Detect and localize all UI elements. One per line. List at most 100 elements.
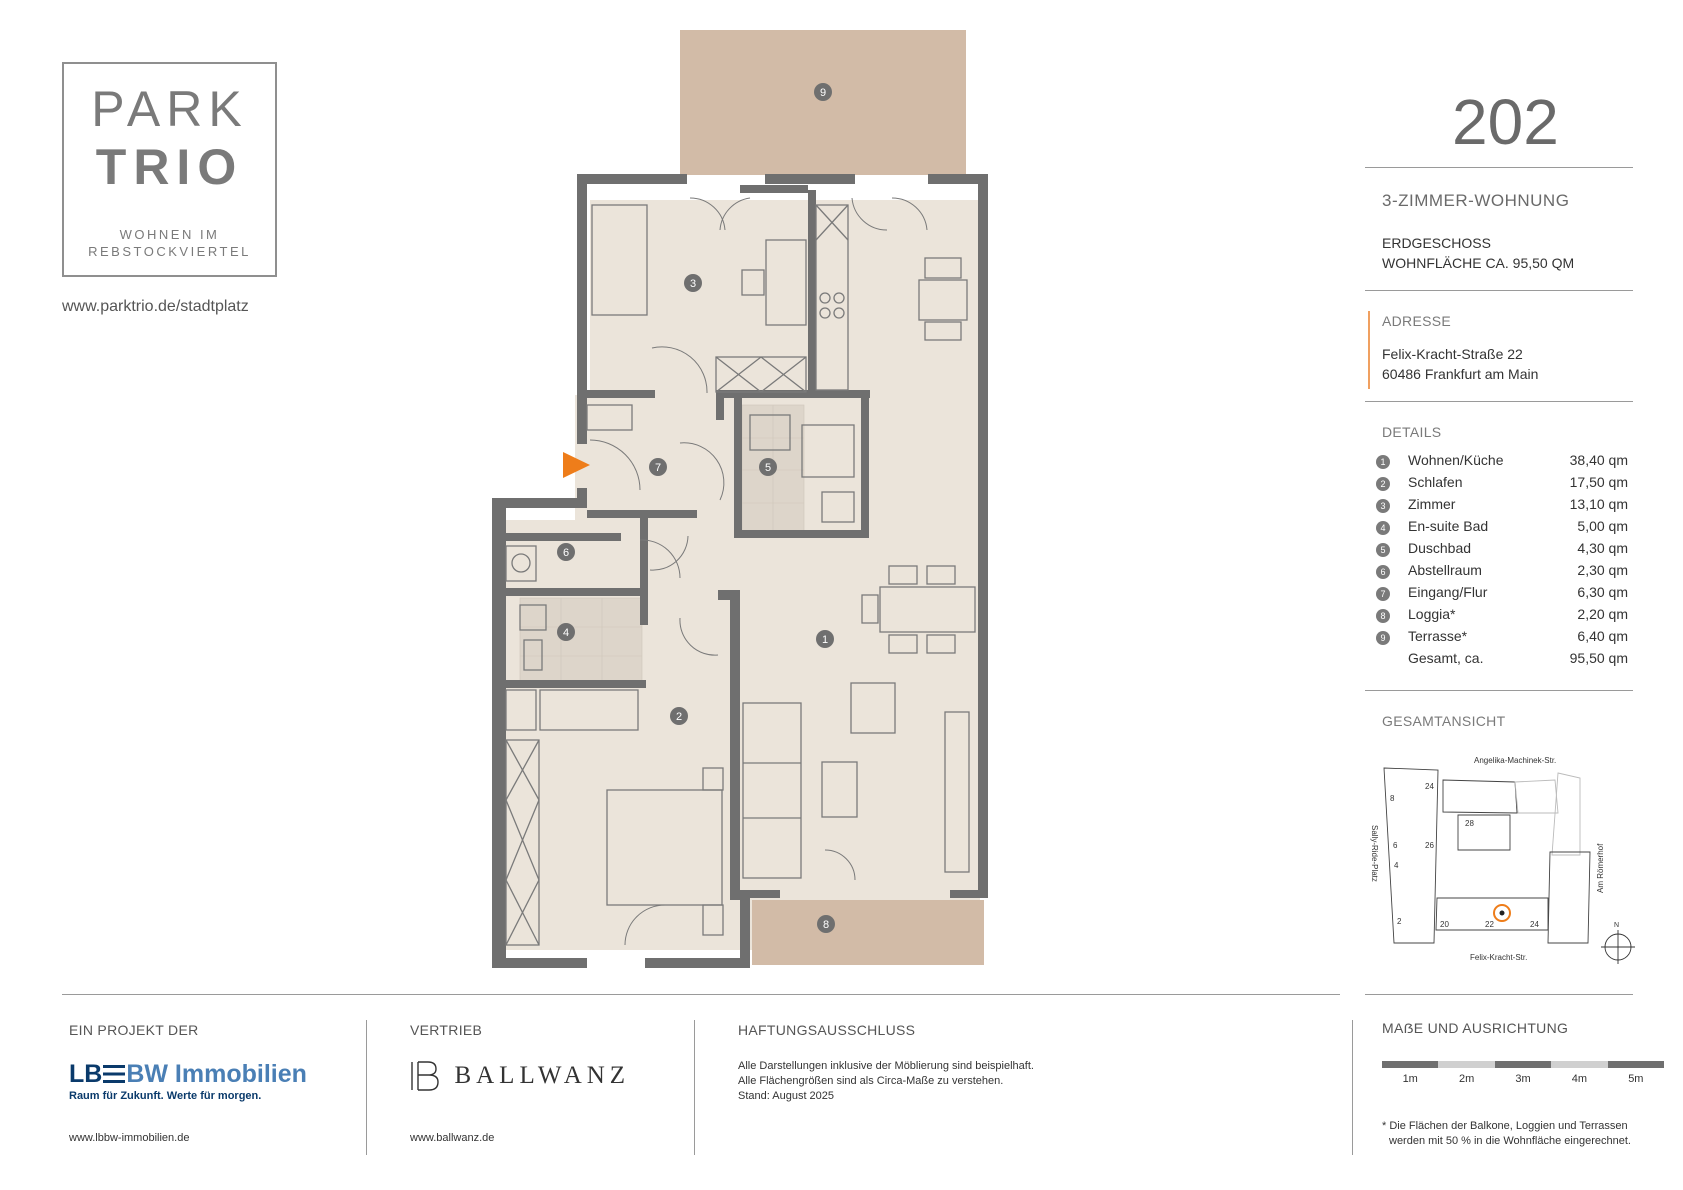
unit-number: 202 (1452, 86, 1559, 158)
footer-separator (366, 1020, 367, 1155)
footer-separator (1352, 1020, 1353, 1155)
furniture (505, 204, 976, 946)
street-right: Am Römerhof (1596, 843, 1605, 893)
ballwanz-link[interactable]: www.ballwanz.de (410, 1132, 495, 1144)
disclaimer-line: Stand: August 2025 (738, 1090, 835, 1102)
ballwanz-logo: BALLWANZ (410, 1060, 630, 1092)
door-swings (589, 197, 928, 946)
room-name: Schlafen (1408, 474, 1463, 490)
street-top: Angelika-Machinek-Str. (1474, 756, 1556, 765)
room-number-icon: 7 (1376, 587, 1390, 601)
address-line1: Felix-Kracht-Straße 22 (1382, 346, 1523, 362)
room-area: 6,40 qm (1577, 628, 1628, 644)
floor-plan: 9 3 7 5 6 4 1 2 8 (492, 30, 988, 968)
room-number-icon: 5 (1376, 543, 1390, 557)
site-plan-label: GESAMTANSICHT (1382, 713, 1506, 729)
unit-location-icon (1493, 904, 1511, 922)
building-number: 20 (1440, 920, 1449, 929)
compass-north: N (1614, 922, 1619, 929)
room-name: Terrasse* (1408, 628, 1468, 644)
entrance-arrow-icon (563, 452, 590, 478)
scale-tick: 1m (1402, 1073, 1418, 1085)
disclaimer-line: Alle Darstellungen inklusive der Möblier… (738, 1060, 1034, 1072)
website-link[interactable]: www.parktrio.de/stadtplatz (62, 298, 249, 315)
building-number: 28 (1465, 819, 1474, 828)
room-marker-9: 9 (820, 87, 826, 99)
room-marker-7: 7 (655, 462, 661, 474)
room-area: 6,30 qm (1577, 584, 1628, 600)
room-number-icon: 1 (1376, 455, 1390, 469)
room-name: Duschbad (1408, 540, 1472, 556)
footnote-line2: werden mit 50 % in die Wohnfläche einger… (1389, 1135, 1631, 1147)
room-area: 2,30 qm (1577, 562, 1628, 578)
walls (492, 174, 988, 968)
room-name: Wohnen/Küche (1408, 452, 1504, 468)
room-name: Zimmer (1408, 496, 1456, 512)
room-area: 13,10 qm (1569, 496, 1628, 512)
room-marker-1: 1 (822, 634, 828, 646)
room-area: 38,40 qm (1569, 452, 1628, 468)
scale-ticks: 1m 2m 3m 4m 5m (1382, 1073, 1664, 1085)
footer-divider (62, 994, 1340, 995)
footnote-line1: * Die Flächen der Balkone, Loggien und T… (1382, 1120, 1628, 1132)
details-row: 9 Terrasse* 6,40 qm (1376, 628, 1628, 650)
disclaimer-line: Alle Flächengrößen sind als Circa-Maße z… (738, 1075, 1004, 1087)
divider (1365, 401, 1633, 402)
address-label: ADRESSE (1382, 313, 1452, 329)
footer-separator (694, 1020, 695, 1155)
room-number-icon: 9 (1376, 631, 1390, 645)
site-plan-buildings (1383, 767, 1591, 944)
scale-tick: 5m (1628, 1073, 1644, 1085)
lbbw-link[interactable]: www.lbbw-immobilien.de (69, 1132, 190, 1144)
room-number-icon: 2 (1376, 477, 1390, 491)
scale-label: MAẞE UND AUSRICHTUNG (1382, 1020, 1569, 1036)
street-bottom: Felix-Kracht-Str. (1470, 953, 1527, 962)
divider (1365, 167, 1633, 168)
disclaimer-label: HAFTUNGSAUSSCHLUSS (738, 1022, 916, 1038)
address: Felix-Kracht-Straße 22 60486 Frankfurt a… (1382, 344, 1538, 384)
building-number: 8 (1390, 794, 1395, 803)
building-number: 4 (1394, 861, 1399, 870)
footnote: * Die Flächen der Balkone, Loggien und T… (1382, 1119, 1631, 1149)
room-number-icon: 8 (1376, 609, 1390, 623)
lbbw-tagline: Raum für Zukunft. Werte für morgen. (69, 1090, 262, 1102)
address-line2: 60486 Frankfurt am Main (1382, 366, 1539, 382)
building-number: 24 (1530, 920, 1539, 929)
ballwanz-mark-icon (411, 1061, 439, 1091)
room-marker-2: 2 (676, 711, 682, 723)
room-marker-8: 8 (823, 919, 829, 931)
room-area: 4,30 qm (1577, 540, 1628, 556)
details-row: 1 Wohnen/Küche 38,40 qm (1376, 452, 1628, 474)
site-plan-streets: Angelika-Machinek-Str. Felix-Kracht-Str.… (1370, 756, 1605, 962)
compass-icon: N (1601, 922, 1635, 964)
building-number: 2 (1397, 917, 1402, 926)
room-name: Abstellraum (1408, 562, 1482, 578)
room-marker-3: 3 (690, 278, 696, 290)
logo-line1: PARK (91, 81, 248, 137)
scale-bar (1382, 1061, 1665, 1068)
total-label: Gesamt, ca. (1408, 650, 1484, 666)
room-marker-6: 6 (563, 547, 569, 559)
room-area: 2,20 qm (1577, 606, 1628, 622)
lbbw-name-left: LB (69, 1060, 103, 1088)
total-area: 95,50 qm (1569, 650, 1628, 666)
divider (1365, 290, 1633, 291)
park-trio-logo: PARK TRIO WOHNEN IM REBSTOCKVIERTEL (62, 62, 277, 277)
lbbw-name-right: BW Immobilien (126, 1060, 307, 1088)
scale-tick: 4m (1571, 1073, 1588, 1085)
unit-location-dot (1499, 910, 1505, 916)
details-total-row: Gesamt, ca. 95,50 qm (1376, 650, 1628, 672)
details-label: DETAILS (1382, 424, 1442, 440)
unit-area: WOHNFLÄCHE CA. 95,50 QM (1382, 255, 1575, 271)
room-markers: 9 3 7 5 6 4 1 2 8 (557, 83, 835, 933)
building-number: 26 (1425, 841, 1434, 850)
unit-info: ERDGESCHOSS WOHNFLÄCHE CA. 95,50 QM (1382, 233, 1574, 273)
project-label: EIN PROJEKT DER (69, 1022, 199, 1038)
logo-line2: TRIO (95, 139, 244, 195)
room-name: En-suite Bad (1408, 518, 1489, 534)
